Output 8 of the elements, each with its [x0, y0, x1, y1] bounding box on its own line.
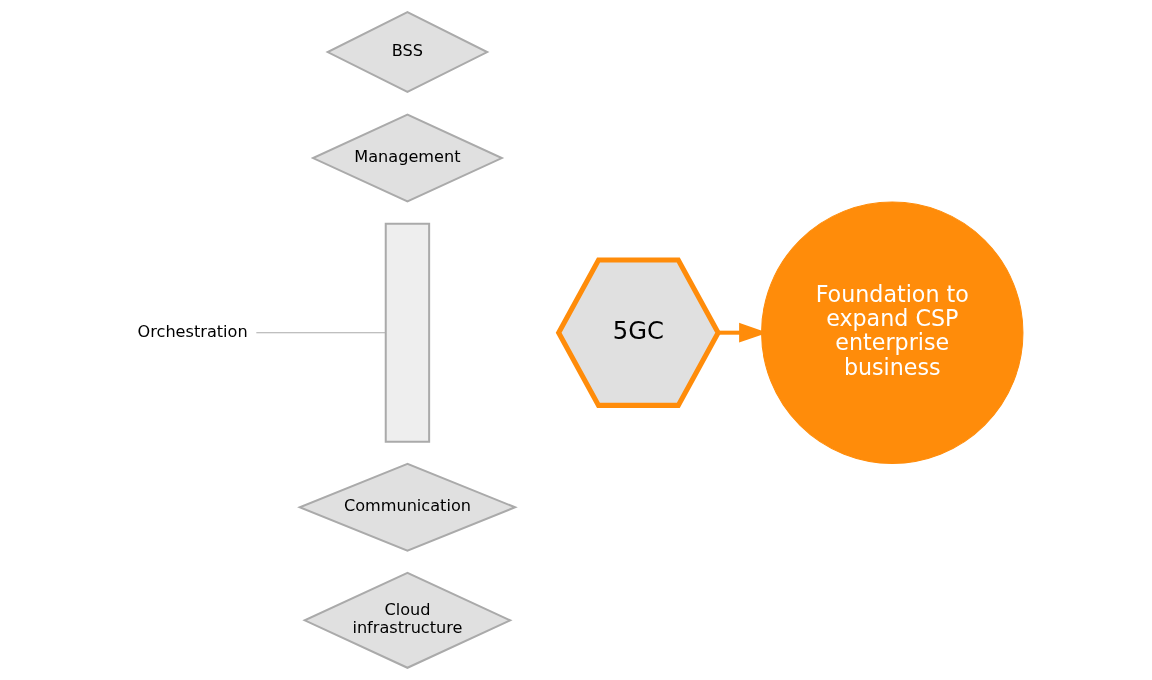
node-circle: Foundation to expand CSP enterprise business — [761, 201, 1024, 464]
node-diamond: Management — [310, 113, 505, 203]
node-band — [384, 222, 431, 443]
node-diamond: Cloud infrastructure — [302, 571, 513, 669]
node-diamond: Communication — [297, 462, 518, 552]
node-text: Orchestration — [137, 321, 248, 341]
connector — [255, 332, 386, 334]
node-diamond: BSS — [325, 11, 490, 94]
